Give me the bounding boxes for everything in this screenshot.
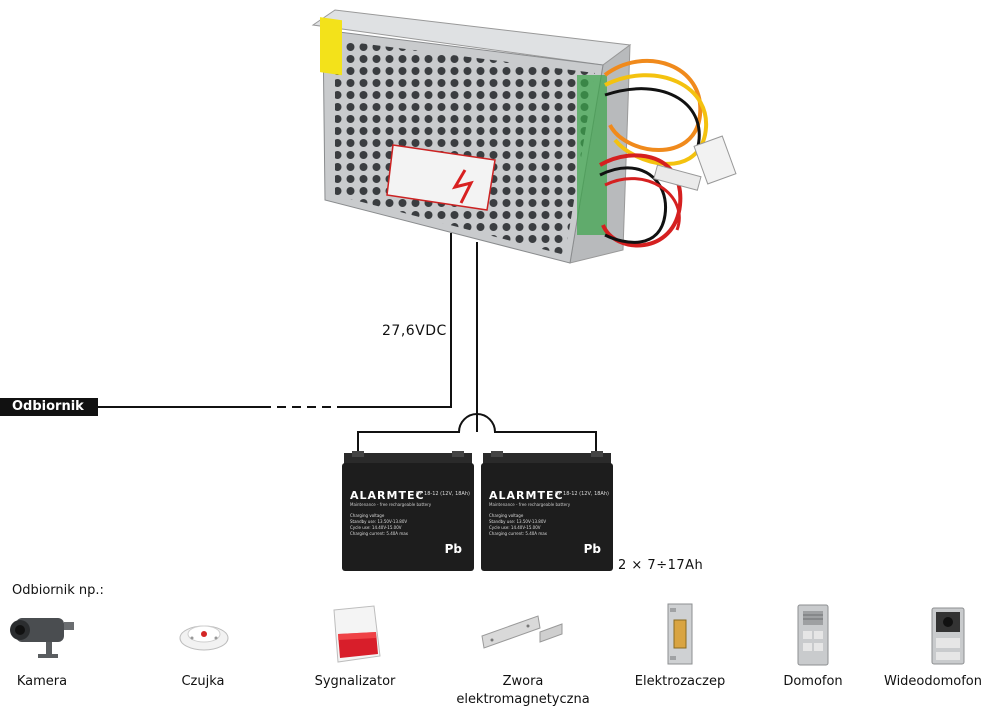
- battery-charging-info: Charging voltage Standby use: 13.50V-13.…: [350, 513, 408, 537]
- device-label-elektrozaczep: Elektrozaczep: [634, 674, 726, 689]
- magnetic-lock-icon: [481, 615, 563, 649]
- battery-capacity-label: 2 × 7÷17Ah: [618, 558, 704, 573]
- battery-charging-info: Charging voltage Standby use: 13.50V-13.…: [489, 513, 547, 537]
- siren-icon: [333, 605, 381, 663]
- device-label-domofon: Domofon: [783, 674, 843, 689]
- device-label-czujka: Czujka: [181, 674, 225, 689]
- intercom-icon: [797, 604, 829, 666]
- device-label-zwora: Zwora elektromagnetyczna: [456, 674, 590, 707]
- battery-model: BP 18-12 (12V, 18Ah): [555, 491, 609, 497]
- charging-line: Standby use: 13.50V-13.80V: [350, 519, 408, 524]
- battery-brand: ALARMTEC: [489, 489, 564, 502]
- charging-line: Standby use: 13.50V-13.80V: [489, 519, 547, 524]
- battery-wire: [357, 413, 597, 452]
- pb-mark: Pb: [583, 542, 601, 556]
- camera-icon: [10, 618, 74, 658]
- power-supply-unit: [311, 9, 737, 264]
- charging-line: Cycle use: 14.40V-15.00V: [489, 525, 541, 530]
- device-label-wideodomofon: Wideodomofon: [884, 674, 982, 689]
- voltage-label: 27,6VDC: [382, 323, 447, 339]
- battery: ALARMTEC BP 18-12 (12V, 18Ah) Maintenanc…: [342, 451, 474, 571]
- device-label-kamera: Kamera: [16, 674, 68, 689]
- battery-brand: ALARMTEC: [350, 489, 425, 502]
- smoke-detector-icon: [179, 625, 229, 651]
- charging-line: Charging current: 5.40A max: [489, 531, 548, 536]
- charging-line: Cycle use: 14.40V-15.00V: [350, 525, 402, 530]
- pb-mark: Pb: [444, 542, 462, 556]
- charging-title: Charging voltage: [489, 513, 524, 518]
- video-intercom-icon: [931, 607, 965, 665]
- electric-strike-icon: [667, 603, 693, 665]
- battery-subtitle: Maintenance - free rechargeable battery: [489, 502, 571, 507]
- device-label-sygnalizator: Sygnalizator: [314, 674, 396, 689]
- battery-subtitle: Maintenance - free rechargeable battery: [350, 502, 432, 507]
- examples-title: Odbiornik np.:: [12, 583, 104, 598]
- battery-model: BP 18-12 (12V, 18Ah): [416, 491, 470, 497]
- receiver-tag: Odbiornik: [0, 398, 98, 416]
- charging-line: Charging current: 5.40A max: [350, 531, 409, 536]
- battery: ALARMTEC BP 18-12 (12V, 18Ah) Maintenanc…: [481, 451, 613, 571]
- load-wire: [338, 233, 452, 408]
- charging-title: Charging voltage: [350, 513, 385, 518]
